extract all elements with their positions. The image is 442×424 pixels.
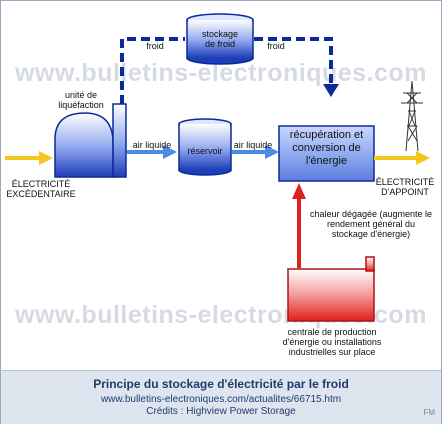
caption-url[interactable]: www.bulletins-electroniques.com/actualit… xyxy=(100,394,342,405)
cold-label-left: froid xyxy=(146,41,164,51)
excess-electricity-label: ÉLECTRICITÉ EXCÉDENTAIRE xyxy=(6,179,76,199)
backup-electricity-label: ÉLECTRICITÉ D'APPOINT xyxy=(375,177,435,197)
liquid-air-label-2: air liquide xyxy=(233,140,273,150)
cold-loop xyxy=(120,37,333,104)
caption-bar: Principe du stockage d'électricité par l… xyxy=(1,370,441,424)
caption-title: Principe du stockage d'électricité par l… xyxy=(93,377,349,391)
reservoir-tank xyxy=(178,118,232,176)
pylon-icon xyxy=(401,80,423,152)
caption-credits: Crédits : Highview Power Storage xyxy=(146,406,296,417)
heat-released-label: chaleur dégagée (augmente le rendement g… xyxy=(309,209,433,239)
diagram-svg xyxy=(5,13,430,322)
liquefaction-unit xyxy=(54,103,127,178)
liquid-air-arrow-2 xyxy=(232,145,279,159)
reservoir-label: réservoir xyxy=(187,146,223,156)
cold-storage-label: stockage de froid xyxy=(201,29,239,49)
recovery-box xyxy=(278,125,375,182)
excess-power-arrow xyxy=(5,151,53,165)
cold-label-right: froid xyxy=(267,41,285,51)
recovery-label: récupération et conversion de l'énergie xyxy=(289,129,364,167)
caption-signature: FM xyxy=(423,408,435,417)
heat-arrow xyxy=(292,183,306,268)
liquefaction-unit-label: unité de liquéfaction xyxy=(58,90,104,110)
power-plant xyxy=(287,256,375,322)
cold-loop-arrowhead xyxy=(323,84,339,97)
liquid-air-label-1: air liquide xyxy=(132,140,172,150)
backup-power-arrow xyxy=(374,151,430,165)
cold-storage-tank xyxy=(186,13,254,65)
power-plant-label: centrale de production d'énergie ou inst… xyxy=(282,327,382,357)
liquid-air-arrow-1 xyxy=(127,145,177,159)
